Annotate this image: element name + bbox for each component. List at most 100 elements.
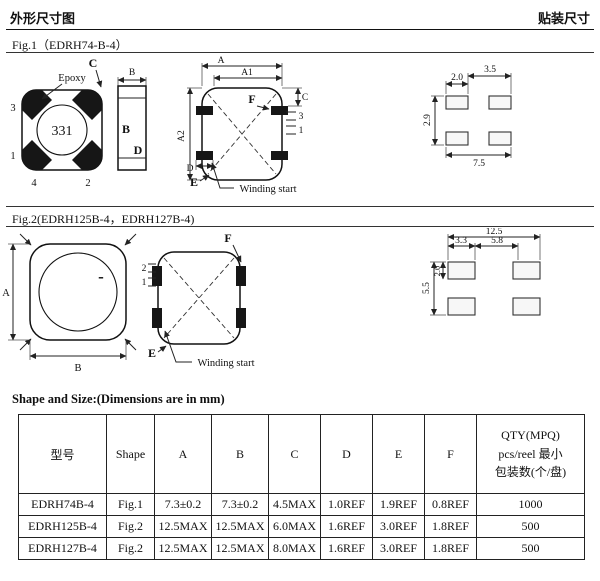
col-header-model: 型号: [18, 414, 107, 494]
col-header-f: F: [424, 414, 477, 494]
corner-mark: [124, 233, 137, 246]
dim-e-leader: [199, 174, 210, 182]
polarity-mark: -: [98, 267, 104, 286]
dim-d-label: D: [187, 164, 194, 174]
side-body: [117, 85, 147, 171]
land-pad: [447, 261, 476, 280]
cell-f: 1.8REF: [424, 515, 477, 538]
cell-qty: 500: [476, 537, 585, 560]
cell-b: 12.5MAX: [211, 515, 269, 538]
col-header-d: D: [320, 414, 373, 494]
pin-1-dim-label: 1: [299, 126, 304, 136]
cell-d: 1.0REF: [320, 493, 373, 516]
dim-c-right-label: C: [302, 93, 308, 103]
col-header-shape: Shape: [106, 414, 155, 494]
shape-size-table: 型号 Shape A B C D E F QTY(MPQ) pcs/reel 最…: [18, 414, 585, 560]
epoxy-label: Epoxy: [58, 73, 86, 84]
cell-a: 12.5MAX: [154, 537, 212, 560]
cell-f: 0.8REF: [424, 493, 477, 516]
corner-electrodes: [22, 90, 102, 170]
marking-circle: [36, 104, 88, 156]
dim-e-leader: [157, 345, 167, 353]
cell-shape: Fig.1: [106, 493, 155, 516]
cell-f: 1.8REF: [424, 537, 477, 560]
pin-1-label: 1: [10, 151, 15, 162]
cell-b: 12.5MAX: [211, 537, 269, 560]
corner-mark: [124, 338, 137, 351]
fig1-component-top-view: 331 C Epoxy 3 1 4 2: [10, 56, 103, 189]
table-row: EDRH125B-4 Fig.2 12.5MAX 12.5MAX 6.0MAX …: [18, 515, 585, 538]
land-pad: [512, 297, 541, 316]
dim-b-side-label: B: [122, 122, 130, 136]
dim-b-label: B: [74, 363, 81, 374]
electrode-top-left: [22, 90, 52, 120]
table-row: EDRH74B-4 Fig.1 7.3±0.2 7.3±0.2 4.5MAX 1…: [18, 493, 585, 516]
fig1-drawing: 331 C Epoxy 3 1 4 2 B B D A: [10, 56, 512, 195]
pad-height-label: 2.0: [432, 266, 442, 277]
dim-c-leader: [95, 69, 103, 88]
fig1-component-side-view: B B D: [117, 68, 147, 171]
pin-2-label: 2: [85, 178, 90, 189]
page-title-mounting: 贴装尺寸: [537, 11, 590, 26]
terminal-left-top: [152, 266, 162, 286]
cell-e: 1.9REF: [372, 493, 425, 516]
cell-d: 1.6REF: [320, 537, 373, 560]
core-circle: [38, 252, 118, 332]
pin-3-label: 3: [10, 103, 15, 114]
cell-b: 7.3±0.2: [211, 493, 269, 516]
row-pitch-label: 2.9: [423, 114, 433, 126]
land-pad: [445, 131, 469, 146]
fig2-component-top-view: - A B: [2, 233, 137, 374]
pad-width-label: 2.0: [451, 73, 463, 83]
winding-start-leader: [210, 162, 234, 189]
land-pad: [488, 95, 512, 110]
pad-pitch-label: 5.8: [491, 236, 503, 246]
terminal-right-bottom: [236, 308, 246, 328]
fig1-land-pattern: 2.0 3.5 2.9 7.5: [423, 65, 512, 169]
table-row: EDRH127B-4 Fig.2 12.5MAX 12.5MAX 8.0MAX …: [18, 537, 585, 560]
overall-width-label: 12.5: [486, 228, 503, 237]
terminal-right-top: [271, 106, 288, 115]
page-title-outline: 外形尺寸图: [10, 11, 76, 26]
dim-a-label: A: [218, 56, 225, 66]
fig2-schematic-view: F 2 1 E Winding start: [142, 231, 255, 369]
terminal-left-bottom: [152, 308, 162, 328]
dim-b-top-label: B: [129, 68, 135, 78]
pin-1-dim-label: 1: [142, 278, 147, 288]
electrode-top-right: [72, 90, 102, 120]
terminal-left-bottom: [196, 151, 213, 160]
land-pad: [447, 297, 476, 316]
electrode-bottom-right: [72, 140, 102, 170]
cell-c: 6.0MAX: [268, 515, 321, 538]
cell-shape: Fig.2: [106, 515, 155, 538]
dim-f-leader: [232, 244, 242, 263]
cell-model: EDRH74B-4: [18, 493, 107, 516]
cell-d: 1.6REF: [320, 515, 373, 538]
pad-length-label: 3.5: [484, 65, 496, 75]
land-pad: [488, 131, 512, 146]
component-body: [29, 243, 127, 341]
fig2-land-pattern: 12.5 3.3 5.8 5.5 2.0: [422, 228, 541, 316]
cell-a: 12.5MAX: [154, 515, 212, 538]
pin-3-dim-label: 3: [299, 112, 304, 122]
cell-shape: Fig.2: [106, 537, 155, 560]
cell-qty: 500: [476, 515, 585, 538]
corner-mark: [19, 233, 32, 246]
table-section-title: Shape and Size:(Dimensions are in mm): [12, 392, 225, 406]
overall-width-label: 7.5: [473, 159, 485, 169]
fig2-caption-rule: [6, 226, 594, 227]
fig2-caption: Fig.2(EDRH125B-4，EDRH127B-4): [12, 212, 195, 226]
fig2-drawing: - A B F 2 1 E: [2, 228, 541, 374]
cell-model: EDRH125B-4: [18, 515, 107, 538]
epoxy-leader: [41, 83, 63, 100]
terminal-right-bottom: [271, 151, 288, 160]
fig1-caption-rule: [6, 52, 594, 53]
fig1-caption: Fig.1（EDRH74-B-4）: [12, 38, 128, 52]
dim-e-label: E: [190, 175, 198, 189]
col-header-e: E: [372, 414, 425, 494]
header-rule: [6, 29, 594, 30]
pad-width-label: 3.3: [455, 236, 467, 246]
winding-start-leader: [164, 330, 192, 363]
col-header-a: A: [154, 414, 212, 494]
